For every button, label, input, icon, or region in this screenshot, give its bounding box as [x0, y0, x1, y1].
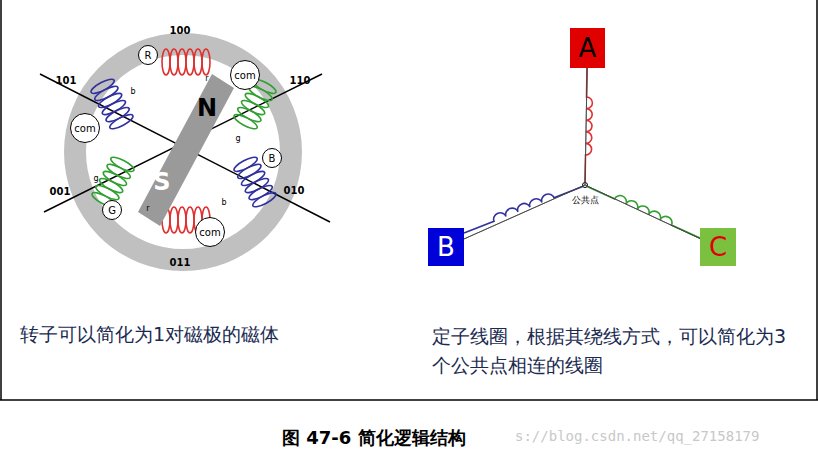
terminal-label: com [199, 227, 220, 238]
terminal-circle: G [102, 200, 122, 220]
frame-line [0, 399, 818, 401]
phase-label: C [709, 232, 727, 262]
terminal-circle: B [262, 148, 282, 168]
wye-coils [462, 68, 703, 238]
terminal-circle: com [195, 217, 225, 247]
position-label: 001 [50, 186, 71, 197]
pole-letter: S [153, 168, 170, 196]
position-label: 110 [290, 75, 311, 86]
coil [586, 181, 702, 238]
terminal-label: G [108, 205, 116, 216]
position-label: g [93, 174, 98, 183]
phase-label: A [579, 33, 597, 63]
frame-line [816, 0, 818, 400]
description-text: 转子可以简化为1对磁极的磁体 [20, 322, 279, 348]
position-label: r [205, 74, 208, 83]
position-label: 100 [170, 25, 191, 36]
terminal-circle: R [138, 45, 158, 65]
stator-ring [75, 44, 291, 260]
terminal-label: R [145, 50, 152, 61]
watermark: s://blog.csdn.net/qq_27158179 [515, 428, 759, 444]
terminal-label: B [269, 153, 276, 164]
position-label: 010 [284, 185, 305, 196]
stator-coils [89, 49, 277, 233]
position-label: b [221, 198, 226, 207]
terminal-circle: com [70, 113, 100, 143]
position-label: g [235, 134, 240, 143]
terminal-label: com [234, 70, 255, 81]
position-label: 101 [56, 75, 77, 86]
phase-box: A [570, 28, 605, 68]
phase-box: B [428, 228, 464, 266]
position-label: 公共点 [572, 194, 599, 207]
position-label: r [146, 204, 149, 213]
position-label: 011 [170, 257, 191, 268]
coil [162, 49, 210, 75]
phase-box: C [700, 228, 736, 266]
terminal-label: com [74, 123, 95, 134]
description-text: 定子线圈，根据其绕线方式，可以简化为3个公共点相连的线圈 [432, 322, 792, 379]
position-label: b [130, 87, 135, 96]
figure-caption: 图 47-6 简化逻辑结构 [282, 426, 466, 450]
wye-connection [464, 68, 587, 239]
pole-letter: N [197, 94, 217, 122]
wye-connection [585, 68, 700, 239]
terminal-circle: com [230, 60, 260, 90]
wye-connection [464, 185, 700, 239]
phase-label: B [437, 232, 455, 262]
coil [462, 180, 584, 233]
frame-line [0, 0, 2, 400]
